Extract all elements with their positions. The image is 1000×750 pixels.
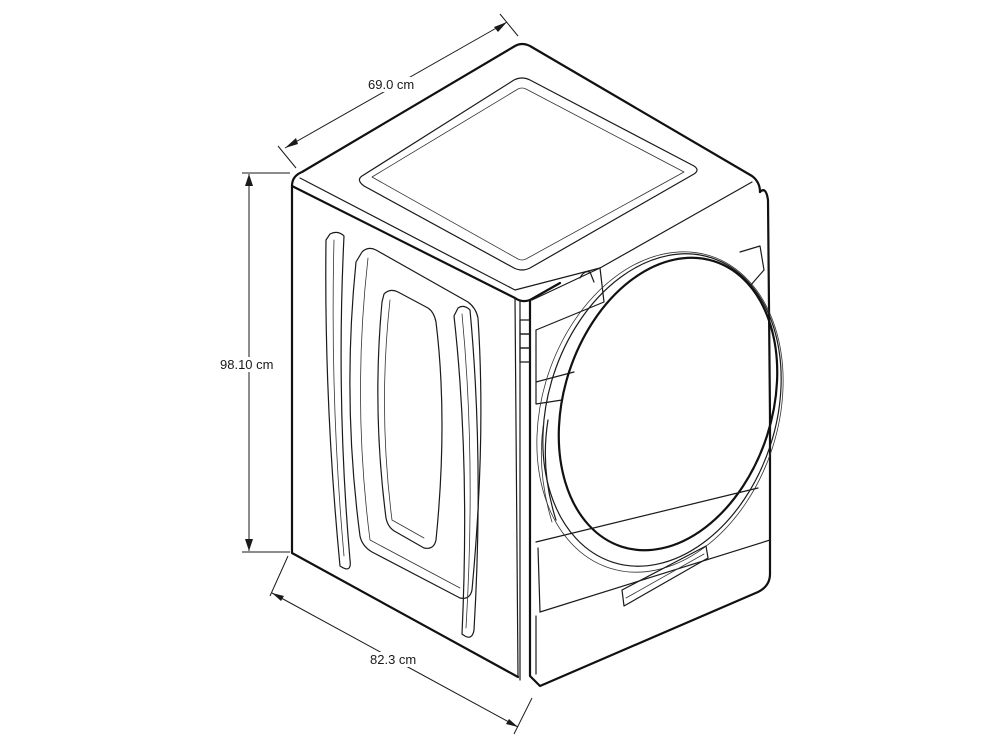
side-rib-2 (349, 247, 482, 599)
side-rib-1 (325, 231, 351, 570)
front-face (528, 189, 772, 688)
control-buttons (519, 319, 531, 363)
door-glass (557, 256, 779, 552)
width-label: 82.3 cm (368, 652, 419, 667)
width-dimension-line (269, 555, 533, 735)
height-label: 98.10 cm (218, 357, 276, 372)
depth-label: 69.0 cm (366, 77, 417, 92)
door-ring (542, 253, 782, 567)
side-window (377, 289, 443, 549)
washer-body (290, 42, 784, 688)
top-panel (290, 42, 762, 194)
drawer-handle (621, 545, 709, 607)
detergent-drawer (531, 267, 605, 331)
side-rib-3 (453, 305, 479, 638)
side-panel (290, 184, 520, 679)
kick-panel (535, 487, 759, 543)
top-recess (358, 77, 698, 271)
